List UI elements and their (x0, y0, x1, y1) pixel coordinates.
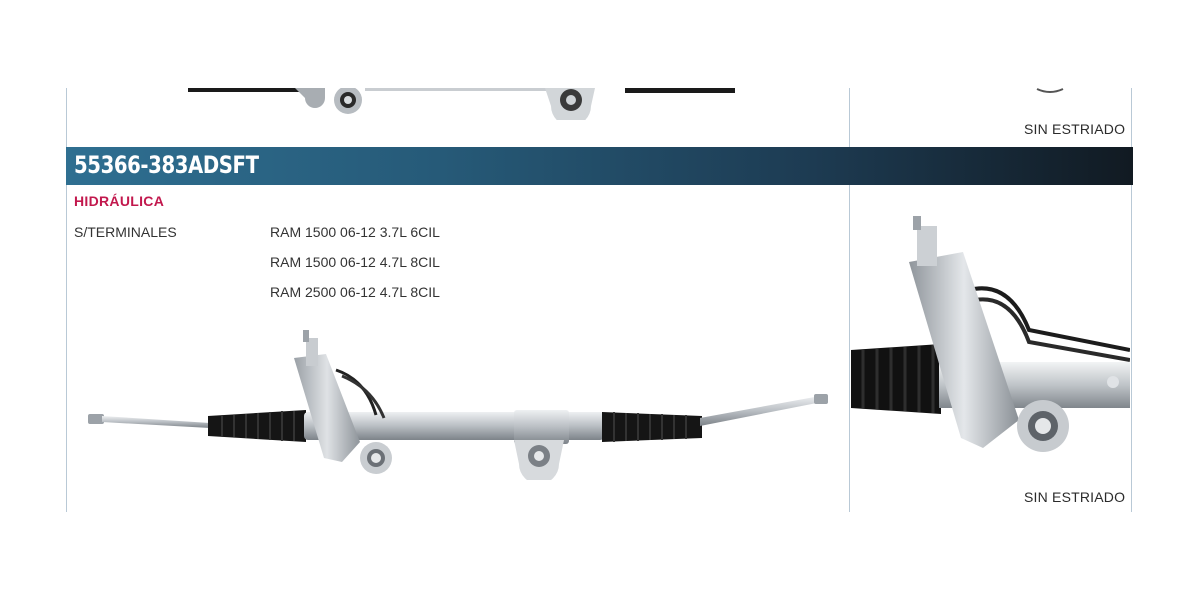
application-item: RAM 2500 06-12 4.7L 8CIL (270, 284, 440, 300)
application-item: RAM 1500 06-12 3.7L 6CIL (270, 224, 440, 240)
previous-entry: SIN ESTRIADO (0, 0, 1200, 146)
application-item: RAM 1500 06-12 4.7L 8CIL (270, 254, 440, 270)
spec-label: S/TERMINALES (74, 224, 177, 240)
steering-rack-image (188, 88, 735, 120)
left-divider (66, 88, 67, 512)
finish-caption: SIN ESTRIADO (1024, 121, 1126, 137)
steering-rack-image (88, 330, 828, 480)
right-divider (1131, 88, 1132, 512)
steering-rack-closeup-image (851, 216, 1130, 452)
part-number: 55366-383ADSFT (74, 151, 259, 179)
steering-rack-closeup-image (1036, 88, 1064, 93)
part-header-bar: 55366-383ADSFT (66, 147, 1133, 185)
category-label: HIDRÁULICA (74, 193, 165, 209)
middle-divider (849, 88, 850, 512)
finish-caption: SIN ESTRIADO (1024, 489, 1126, 505)
